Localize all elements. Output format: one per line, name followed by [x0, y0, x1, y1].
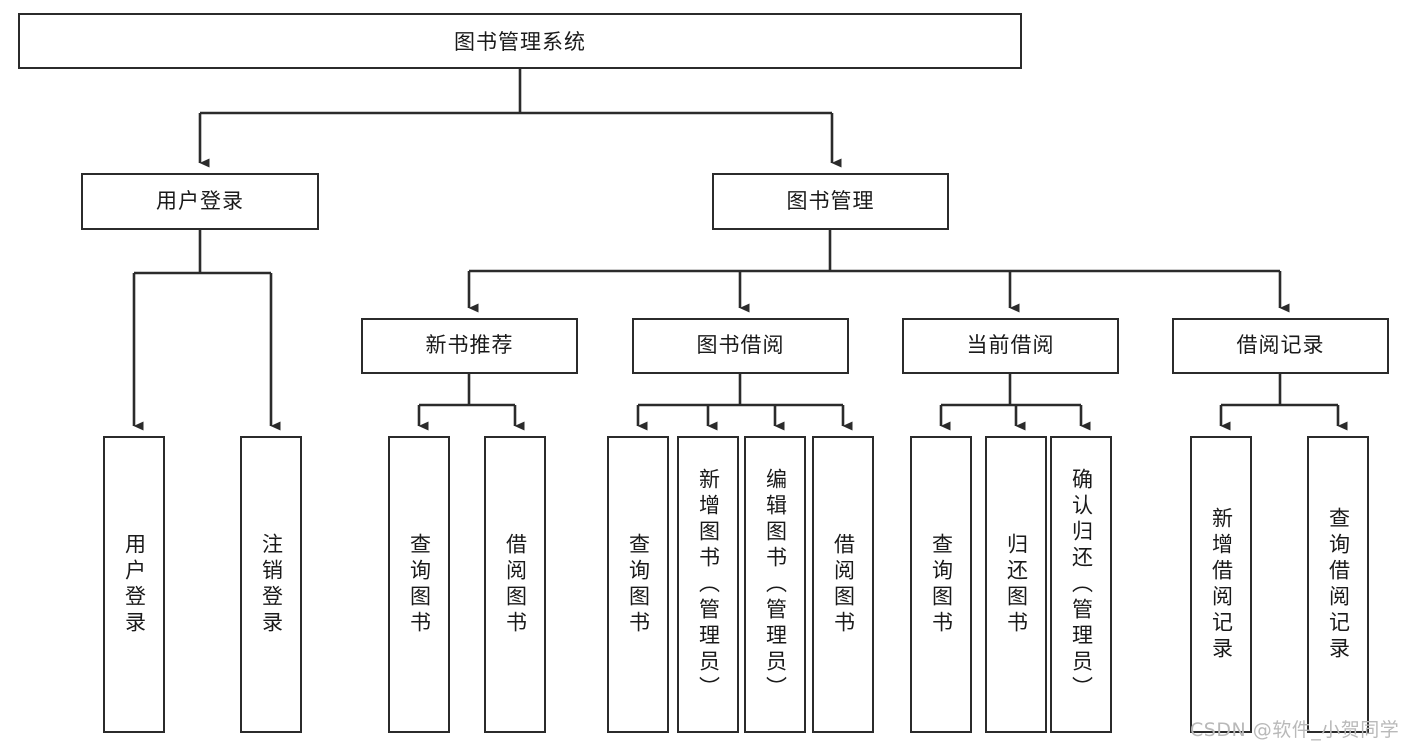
node-leaf-user-login-label: 用户登录	[122, 532, 147, 637]
node-new-book-recommend[interactable]: 新书推荐	[361, 318, 578, 374]
node-leaf-query-record[interactable]: 查询借阅记录	[1307, 436, 1369, 733]
node-leaf-add-record[interactable]: 新增借阅记录	[1190, 436, 1252, 733]
node-leaf-query-book-3[interactable]: 查询图书	[910, 436, 972, 733]
node-leaf-add-record-label: 新增借阅记录	[1209, 506, 1234, 663]
node-current-borrow-label: 当前借阅	[966, 333, 1055, 358]
node-leaf-edit-book-label: 编辑图书（管理员）	[763, 467, 788, 702]
node-leaf-user-login[interactable]: 用户登录	[103, 436, 165, 733]
node-borrow-record-label: 借阅记录	[1236, 333, 1325, 358]
node-book-borrow[interactable]: 图书借阅	[632, 318, 849, 374]
node-book-borrow-label: 图书借阅	[696, 333, 785, 358]
node-leaf-add-book[interactable]: 新增图书（管理员）	[677, 436, 739, 733]
node-user-login-label: 用户登录	[156, 188, 244, 213]
watermark-text: CSDN @软件_小贺同学	[1190, 719, 1400, 741]
node-leaf-confirm-return-label: 确认归还（管理员）	[1069, 467, 1094, 702]
node-current-borrow[interactable]: 当前借阅	[902, 318, 1119, 374]
node-leaf-logout-label: 注销登录	[259, 532, 284, 637]
node-book-manage-label: 图书管理	[786, 188, 875, 213]
node-user-login[interactable]: 用户登录	[81, 173, 319, 230]
node-leaf-borrow-book-2[interactable]: 借阅图书	[812, 436, 874, 733]
node-leaf-query-book-2[interactable]: 查询图书	[607, 436, 669, 733]
node-root-label: 图书管理系统	[454, 30, 586, 54]
node-leaf-borrow-book-1-label: 借阅图书	[503, 532, 528, 637]
node-leaf-query-book-1[interactable]: 查询图书	[388, 436, 450, 733]
node-leaf-query-book-2-label: 查询图书	[626, 532, 651, 637]
node-leaf-query-record-label: 查询借阅记录	[1326, 506, 1351, 663]
node-leaf-add-book-label: 新增图书（管理员）	[696, 467, 721, 702]
node-leaf-return-book[interactable]: 归还图书	[985, 436, 1047, 733]
watermark: CSDN @软件_小贺同学	[1190, 715, 1399, 742]
node-leaf-confirm-return[interactable]: 确认归还（管理员）	[1050, 436, 1112, 733]
node-borrow-record[interactable]: 借阅记录	[1172, 318, 1389, 374]
node-leaf-return-book-label: 归还图书	[1004, 532, 1029, 637]
node-leaf-borrow-book-2-label: 借阅图书	[831, 532, 856, 637]
node-root[interactable]: 图书管理系统	[18, 13, 1022, 69]
node-book-manage[interactable]: 图书管理	[712, 173, 949, 230]
node-leaf-logout[interactable]: 注销登录	[240, 436, 302, 733]
node-new-book-recommend-label: 新书推荐	[425, 333, 514, 358]
node-leaf-edit-book[interactable]: 编辑图书（管理员）	[744, 436, 806, 733]
node-leaf-borrow-book-1[interactable]: 借阅图书	[484, 436, 546, 733]
node-leaf-query-book-3-label: 查询图书	[929, 532, 954, 637]
node-leaf-query-book-1-label: 查询图书	[407, 532, 432, 637]
